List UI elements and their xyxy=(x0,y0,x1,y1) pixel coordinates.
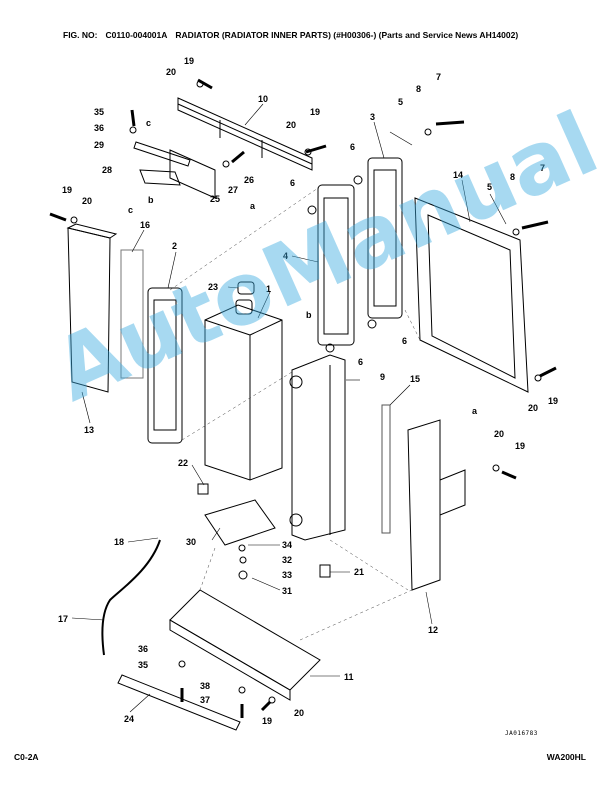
callout-19e: 19 xyxy=(515,441,525,451)
callout-28: 28 xyxy=(102,165,112,175)
part-29-strip xyxy=(133,141,191,167)
ref-c2: c xyxy=(128,205,133,215)
callout-20f: 20 xyxy=(294,708,304,718)
callout-36a: 36 xyxy=(94,123,104,133)
callout-17: 17 xyxy=(58,614,68,624)
callout-7b: 7 xyxy=(540,163,545,173)
callout-labels: 1 2 3 4 5 5 6 6 6 6 7 7 8 8 9 10 11 12 1… xyxy=(58,56,558,726)
callout-2: 2 xyxy=(172,241,177,251)
footer-model: WA200HL xyxy=(546,752,586,762)
callout-7a: 7 xyxy=(436,72,441,82)
fig-number: C0110-004001A xyxy=(105,30,168,40)
part-9-aftercooler xyxy=(289,354,346,541)
callout-12: 12 xyxy=(428,625,438,635)
part-24-bar xyxy=(117,674,241,731)
ref-c1: c xyxy=(146,118,151,128)
part-4-cooler xyxy=(317,184,355,346)
callout-19d: 19 xyxy=(548,396,558,406)
callout-29: 29 xyxy=(94,140,104,150)
ref-b2: b xyxy=(306,310,312,320)
callout-35a: 35 xyxy=(94,107,104,117)
fastener-bolts xyxy=(49,78,557,718)
callout-19a: 19 xyxy=(184,56,194,66)
ref-a1: a xyxy=(250,201,256,211)
callout-5a: 5 xyxy=(398,97,403,107)
callout-31: 31 xyxy=(282,586,292,596)
part-10-top-bracket xyxy=(177,97,313,171)
part-25-bracket xyxy=(169,149,216,199)
callout-38: 38 xyxy=(200,681,210,691)
part-11-base-frame xyxy=(169,589,321,701)
callout-25: 25 xyxy=(210,194,220,204)
callout-20d: 20 xyxy=(528,403,538,413)
callout-26: 26 xyxy=(244,175,254,185)
callout-36b: 36 xyxy=(138,644,148,654)
callout-37: 37 xyxy=(200,695,210,705)
callout-5b: 5 xyxy=(487,182,492,192)
callout-20e: 20 xyxy=(494,429,504,439)
callout-3: 3 xyxy=(370,112,375,122)
callout-27: 27 xyxy=(228,185,238,195)
part-28-clip xyxy=(139,169,181,186)
callout-30: 30 xyxy=(186,537,196,547)
callout-10: 10 xyxy=(258,94,268,104)
part-12-side-plate xyxy=(407,419,466,591)
callout-9: 9 xyxy=(380,372,385,382)
callout-34: 34 xyxy=(282,540,292,550)
footer-page-code: C0-2A xyxy=(14,752,39,762)
callout-4: 4 xyxy=(283,251,288,261)
part-23-cap xyxy=(237,281,255,295)
callout-20a: 20 xyxy=(166,67,176,77)
callout-16: 16 xyxy=(140,220,150,230)
callout-24: 24 xyxy=(124,714,134,724)
callout-6a: 6 xyxy=(350,142,355,152)
fig-label: FIG. NO: xyxy=(63,30,98,40)
callout-33: 33 xyxy=(282,570,292,580)
part-17-hose xyxy=(101,539,161,656)
callout-32: 32 xyxy=(282,555,292,565)
callout-8b: 8 xyxy=(510,172,515,182)
figure-title: RADIATOR (RADIATOR INNER PARTS) (#H00306… xyxy=(175,30,519,40)
callout-6b: 6 xyxy=(290,178,295,188)
callout-11: 11 xyxy=(344,672,354,682)
part-3-cooler xyxy=(367,157,403,319)
part-2-cooler xyxy=(147,287,183,444)
part-1-radiator xyxy=(204,299,283,481)
callout-19b: 19 xyxy=(310,107,320,117)
part-15-strip xyxy=(381,404,391,534)
callout-19c: 19 xyxy=(62,185,72,195)
callout-23: 23 xyxy=(208,282,218,292)
ref-a2: a xyxy=(472,406,478,416)
callout-22: 22 xyxy=(178,458,188,468)
callout-8a: 8 xyxy=(416,84,421,94)
part-30-plate xyxy=(204,499,276,546)
ref-b1: b xyxy=(148,195,154,205)
callout-19f: 19 xyxy=(262,716,272,726)
drawing-code: JA016783 xyxy=(505,730,538,737)
figure-header: FIG. NO: C0110-004001A RADIATOR (RADIATOR … xyxy=(63,30,583,40)
callout-20c: 20 xyxy=(82,196,92,206)
callout-1: 1 xyxy=(266,284,271,294)
callout-15: 15 xyxy=(410,374,420,384)
callout-6c: 6 xyxy=(402,336,407,346)
part-14-shroud xyxy=(414,197,529,393)
callout-13: 13 xyxy=(84,425,94,435)
callout-14: 14 xyxy=(453,170,463,180)
part-13-side-plate xyxy=(66,223,118,393)
callout-6d: 6 xyxy=(358,357,363,367)
callout-18: 18 xyxy=(114,537,124,547)
part-16-seal xyxy=(120,249,144,379)
callout-35b: 35 xyxy=(138,660,148,670)
callout-21: 21 xyxy=(354,567,364,577)
callout-20b: 20 xyxy=(286,120,296,130)
